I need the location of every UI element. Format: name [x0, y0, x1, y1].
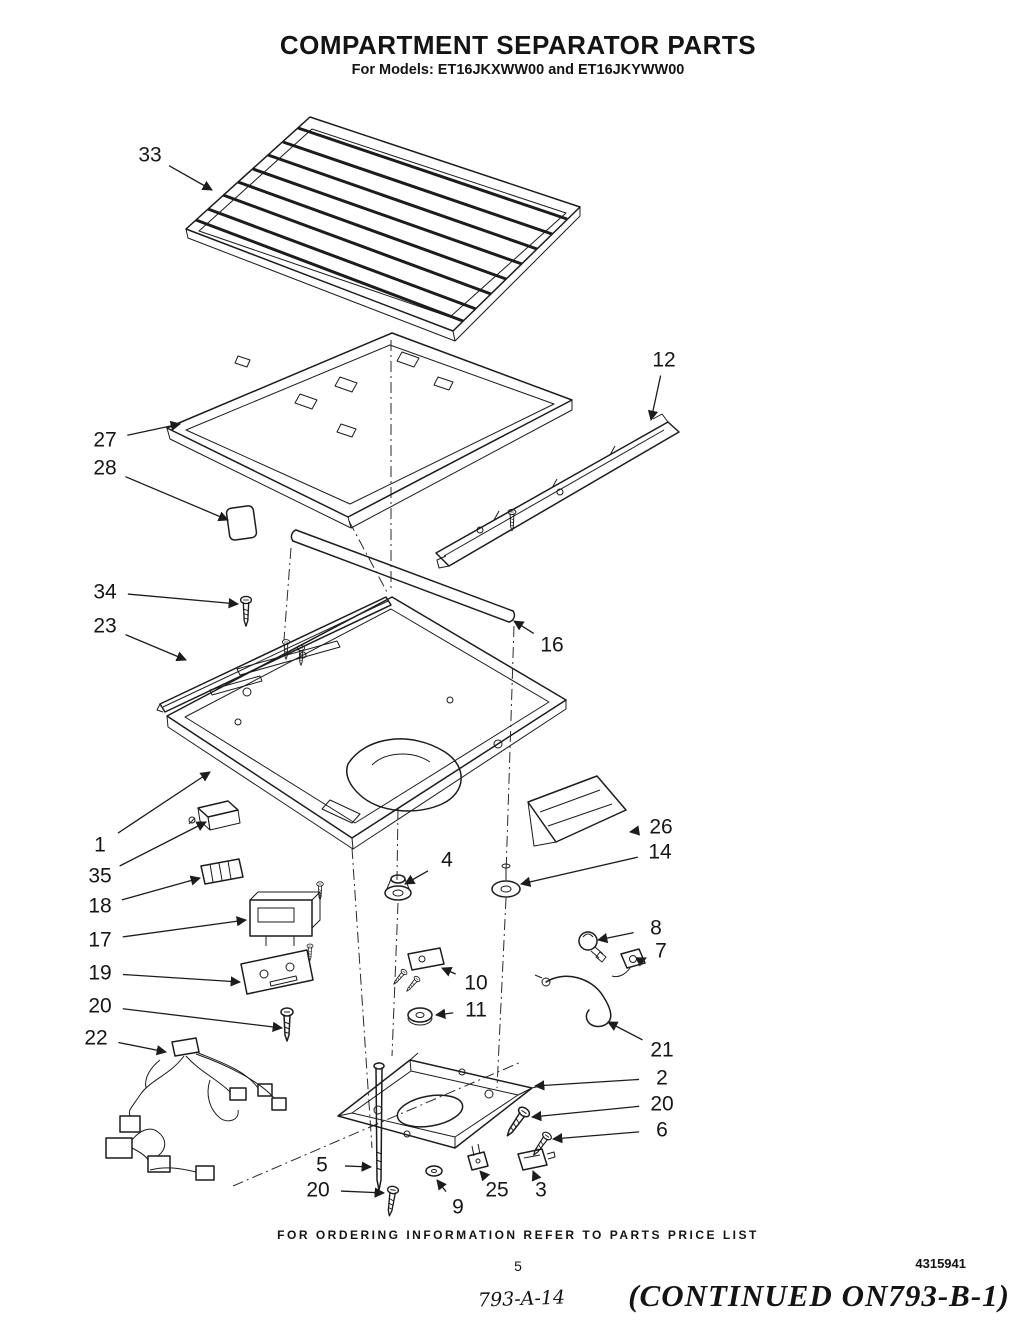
- part-16-wire-frame: [281, 529, 516, 666]
- leader-line-14: [519, 856, 638, 887]
- leader-line-12: [647, 375, 662, 422]
- callout-12: 12: [652, 349, 675, 372]
- leader-line-28: [125, 476, 229, 522]
- part-9-washer: [425, 1165, 443, 1177]
- document-number: 4315941: [915, 1256, 966, 1271]
- leader-line-33: [168, 165, 213, 191]
- callout-25: 25: [485, 1179, 508, 1202]
- callout-9: 9: [452, 1196, 464, 1219]
- part-12-trim-rail: [435, 413, 680, 569]
- assembly-centerlines: [232, 340, 522, 1187]
- leader-line-1: [117, 771, 211, 834]
- callout-34: 34: [93, 581, 117, 604]
- callout-11: 11: [465, 999, 487, 1022]
- callout-20: 20: [306, 1179, 329, 1202]
- leader-line-26: [628, 825, 641, 836]
- leader-line-9: [436, 1179, 447, 1192]
- part-20-screw-bottom: [383, 1185, 400, 1218]
- callout-8: 8: [650, 917, 662, 940]
- callout-17: 17: [88, 929, 111, 952]
- part-4-grommet: [384, 874, 412, 901]
- part-23-front-rail: [156, 596, 392, 713]
- callout-21: 21: [650, 1039, 673, 1062]
- part-35-clip: [188, 800, 241, 831]
- part-19-bracket: [240, 943, 314, 995]
- callout-20: 20: [650, 1093, 673, 1116]
- part-34-stud: [239, 595, 253, 627]
- ordering-note: FOR ORDERING INFORMATION REFER TO PARTS …: [277, 1228, 759, 1242]
- part-20-screw-left: [280, 1007, 294, 1042]
- part-8-bulb: [578, 931, 607, 963]
- part-7-socket: [611, 948, 646, 978]
- sheet-reference: 793-A-14: [477, 1286, 566, 1312]
- leader-line-7: [635, 957, 647, 967]
- callout-19: 19: [88, 962, 111, 985]
- callout-20: 20: [88, 995, 111, 1018]
- callout-layer: 3312272834231613518171920224261487101121…: [84, 144, 675, 1219]
- callout-4: 4: [441, 849, 453, 872]
- leader-line-20: [122, 1008, 284, 1033]
- leader-line-4: [404, 870, 429, 885]
- leader-line-20: [340, 1187, 386, 1198]
- callout-22: 22: [84, 1027, 107, 1050]
- callout-27: 27: [93, 429, 116, 452]
- leader-line-2: [533, 1078, 640, 1091]
- callout-10: 10: [464, 972, 487, 995]
- part-33-grille: [185, 116, 581, 342]
- part-26-insulation-sheet: [527, 775, 627, 847]
- callout-26: 26: [649, 816, 672, 839]
- part-2-drain-tray: [337, 1052, 545, 1149]
- leader-line-3: [531, 1170, 542, 1182]
- callout-18: 18: [88, 895, 111, 918]
- leader-line-10: [441, 967, 456, 977]
- part-27-cover-panel: [166, 332, 573, 529]
- callout-33: 33: [138, 144, 161, 167]
- leader-line-25: [479, 1170, 491, 1182]
- part-22-wiring-harness: [105, 1037, 287, 1181]
- part-17-control: [249, 881, 324, 946]
- callout-7: 7: [655, 940, 667, 963]
- part-25-terminal: [467, 1143, 489, 1171]
- leader-line-8: [596, 931, 634, 944]
- model-list: For Models: ET16JKXWW00 and ET16JKYWW00: [351, 62, 685, 78]
- part-11-washer: [407, 1007, 433, 1026]
- callout-3: 3: [535, 1179, 547, 1202]
- part-14-grommet: [491, 863, 521, 898]
- leader-line-27: [127, 420, 182, 436]
- leader-line-19: [122, 973, 242, 987]
- leader-line-35: [119, 821, 207, 867]
- leader-line-5: [344, 1161, 373, 1172]
- part-20-screw-right: [501, 1104, 532, 1140]
- callout-5: 5: [316, 1154, 328, 1177]
- continuation-note: (CONTINUED ON793-B-1): [628, 1278, 1010, 1313]
- part-3-switch: [517, 1148, 556, 1171]
- part-10-terminal-bracket: [390, 947, 445, 994]
- page-title: COMPARTMENT SEPARATOR PARTS: [279, 30, 757, 60]
- callout-28: 28: [93, 457, 116, 480]
- leader-line-11: [434, 1008, 454, 1019]
- leader-line-21: [607, 1021, 643, 1041]
- part-18-plate: [200, 858, 244, 885]
- leader-line-34: [127, 593, 240, 609]
- part-1-separator-plate: [166, 596, 567, 850]
- leader-line-17: [122, 916, 248, 938]
- callout-6: 6: [656, 1119, 668, 1142]
- callout-2: 2: [656, 1067, 668, 1090]
- page-number: 5: [514, 1258, 522, 1274]
- callout-14: 14: [648, 841, 672, 864]
- leader-line-23: [125, 634, 187, 662]
- leader-line-16: [513, 620, 535, 635]
- callout-23: 23: [93, 615, 116, 638]
- leader-line-18: [121, 875, 202, 901]
- part-21-lead-wire: [534, 974, 612, 1028]
- leader-line-22: [118, 1041, 168, 1056]
- leader-line-6: [551, 1131, 640, 1144]
- part-28-spacer: [225, 505, 258, 541]
- callout-16: 16: [540, 634, 563, 657]
- leader-line-20: [530, 1105, 640, 1122]
- callout-35: 35: [88, 865, 111, 888]
- callout-1: 1: [94, 834, 106, 857]
